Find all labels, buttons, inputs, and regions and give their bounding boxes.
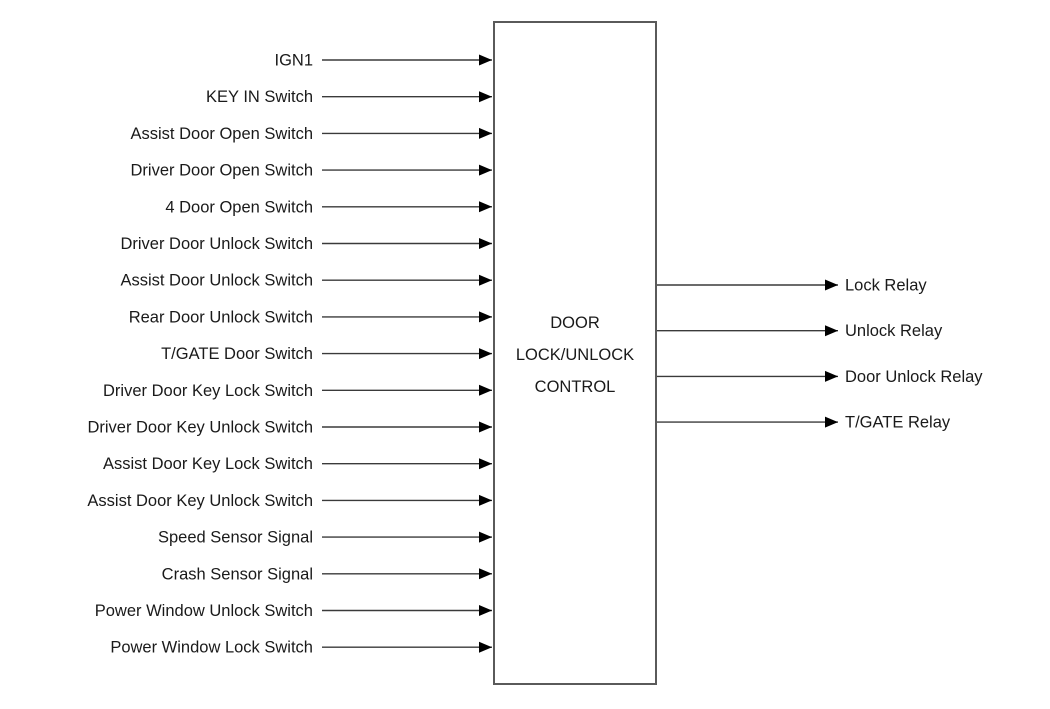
- input-signal-label: 4 Door Open Switch: [165, 198, 313, 216]
- input-arrow-icon: [479, 605, 492, 616]
- input-arrow-icon: [479, 201, 492, 213]
- input-signal-row: Crash Sensor Signal: [162, 565, 492, 583]
- input-signal-label: Driver Door Key Lock Switch: [103, 382, 313, 400]
- input-signal-row: Assist Door Key Unlock Switch: [87, 492, 492, 510]
- input-arrow-icon: [479, 531, 492, 543]
- input-signal-row: Assist Door Unlock Switch: [120, 272, 492, 290]
- input-signal-row: Driver Door Open Switch: [131, 162, 492, 180]
- control-block-title-line1: DOOR: [550, 314, 600, 332]
- input-signal-row: Assist Door Key Lock Switch: [103, 455, 492, 473]
- input-signal-row: Power Window Lock Switch: [110, 639, 492, 657]
- input-arrow-icon: [479, 54, 492, 66]
- input-arrow-icon: [479, 311, 492, 323]
- input-signal-label: Driver Door Key Unlock Switch: [87, 419, 313, 437]
- input-arrow-icon: [479, 641, 492, 653]
- input-signal-label: KEY IN Switch: [206, 88, 313, 106]
- control-block-title-line3: CONTROL: [535, 378, 616, 396]
- input-signal-label: Assist Door Open Switch: [131, 125, 313, 143]
- output-signal-label: T/GATE Relay: [845, 414, 951, 432]
- output-arrow-icon: [825, 279, 838, 291]
- input-arrow-icon: [479, 458, 492, 470]
- input-signal-label: Assist Door Key Lock Switch: [103, 455, 313, 473]
- input-arrow-icon: [479, 421, 492, 433]
- control-block-box: [493, 21, 657, 685]
- output-signal-row: T/GATE Relay: [657, 414, 951, 432]
- output-signal-row: Door Unlock Relay: [657, 368, 983, 386]
- input-signal-row: Rear Door Unlock Switch: [129, 308, 492, 326]
- input-signal-row: Power Window Unlock Switch: [95, 602, 492, 620]
- input-signal-label: IGN1: [274, 52, 313, 70]
- input-signal-row: Driver Door Unlock Switch: [120, 235, 492, 253]
- input-arrow-icon: [479, 91, 492, 103]
- output-signal-label: Unlock Relay: [845, 322, 943, 340]
- input-signal-label: Crash Sensor Signal: [162, 565, 313, 583]
- output-arrow-icon: [825, 325, 838, 337]
- input-arrow-icon: [479, 494, 492, 506]
- input-signal-label: Speed Sensor Signal: [158, 529, 313, 547]
- input-arrow-icon: [479, 238, 492, 249]
- input-signal-label: Driver Door Open Switch: [131, 162, 313, 180]
- input-signal-row: Speed Sensor Signal: [158, 529, 492, 547]
- input-signal-row: Driver Door Key Lock Switch: [103, 382, 492, 400]
- input-arrow-icon: [479, 127, 492, 139]
- input-signal-label: Driver Door Unlock Switch: [120, 235, 313, 253]
- input-signal-row: KEY IN Switch: [206, 88, 492, 106]
- output-arrow-icon: [825, 416, 838, 428]
- input-arrow-icon: [479, 384, 492, 396]
- input-signal-label: T/GATE Door Switch: [161, 345, 313, 363]
- input-signal-label: Power Window Unlock Switch: [95, 602, 313, 620]
- input-signal-row: Assist Door Open Switch: [131, 125, 492, 143]
- output-signal-label: Door Unlock Relay: [845, 368, 983, 386]
- input-arrow-icon: [479, 274, 492, 286]
- input-signal-label: Assist Door Unlock Switch: [120, 272, 313, 290]
- input-arrow-icon: [479, 568, 492, 580]
- output-signal-row: Unlock Relay: [657, 322, 943, 340]
- input-arrow-icon: [479, 164, 492, 176]
- control-block-title-line2: LOCK/UNLOCK: [516, 346, 634, 364]
- input-signal-row: Driver Door Key Unlock Switch: [87, 419, 492, 437]
- output-arrow-icon: [825, 370, 838, 382]
- input-arrow-icon: [479, 348, 492, 360]
- input-signal-label: Assist Door Key Unlock Switch: [87, 492, 313, 510]
- input-signal-row: T/GATE Door Switch: [161, 345, 492, 363]
- input-signal-row: 4 Door Open Switch: [165, 198, 492, 216]
- input-signal-row: IGN1: [274, 52, 492, 70]
- input-signal-label: Power Window Lock Switch: [110, 639, 313, 657]
- input-signal-label: Rear Door Unlock Switch: [129, 308, 313, 326]
- output-signal-row: Lock Relay: [657, 277, 927, 295]
- output-signal-label: Lock Relay: [845, 277, 927, 295]
